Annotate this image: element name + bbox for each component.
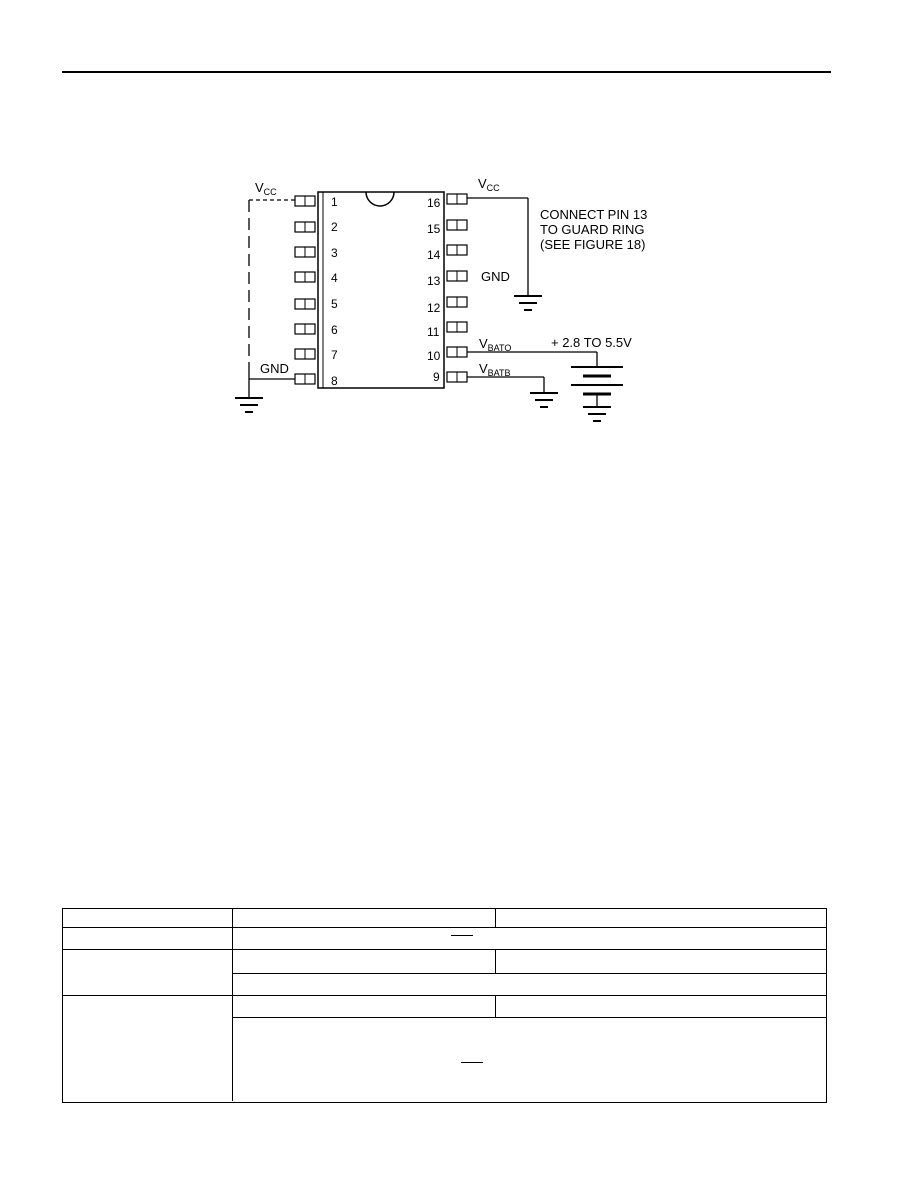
header-rule [62,71,831,73]
table-row-line-2 [63,949,826,950]
table-row-line-3 [232,973,826,974]
pin-number: 5 [331,297,338,311]
ic-notch [365,191,395,207]
pin-number: 4 [331,271,338,285]
pin-number: 3 [331,246,338,260]
pin-number: 11 [427,325,440,339]
pin-number: 9 [433,370,440,384]
table-row-line-5 [232,1017,826,1018]
pin-number: 13 [427,274,441,288]
note-line-2: TO GUARD RING [540,222,645,237]
table-col-divider-2-mid [495,949,496,973]
pin-number: 6 [331,323,338,337]
gnd-right-label: GND [481,269,510,284]
note-line-3: (SEE FIGURE 18) [540,237,645,252]
pin-number: 12 [427,301,441,315]
vbato-label: VBATO [479,336,511,353]
pin-number: 7 [331,348,338,362]
pin-number: 10 [427,349,441,363]
pin-number: 16 [427,196,441,210]
table-col-divider-2-top [495,909,496,927]
supply-voltage-label: + 2.8 TO 5.5V [551,335,632,350]
pin-number: 14 [427,248,441,262]
overline-mark-2 [461,1062,483,1063]
vcc-left-label: VCC [255,180,277,197]
ground-symbol-right [514,295,542,311]
table-col-divider-1 [232,909,233,1101]
pin-number: 1 [331,195,338,209]
note-line-1: CONNECT PIN 13 [540,207,647,222]
empty-table [62,908,827,1103]
table-col-divider-2-low [495,995,496,1017]
ic-body [317,191,445,389]
pin-number: 8 [331,374,338,388]
ground-symbol-battery [583,406,611,422]
vcc-right-label: VCC [478,176,500,193]
gnd-left-label: GND [260,361,289,376]
battery-symbol [571,366,623,396]
ground-symbol-vbatb [530,392,558,408]
pin-number: 2 [331,220,338,234]
overline-mark-1 [451,935,473,936]
vbatb-label: VBATB [479,361,511,378]
ground-symbol-left [235,397,263,413]
table-row-line-4 [63,995,826,996]
pin-number: 15 [427,222,441,236]
table-row-line-1 [63,927,826,928]
